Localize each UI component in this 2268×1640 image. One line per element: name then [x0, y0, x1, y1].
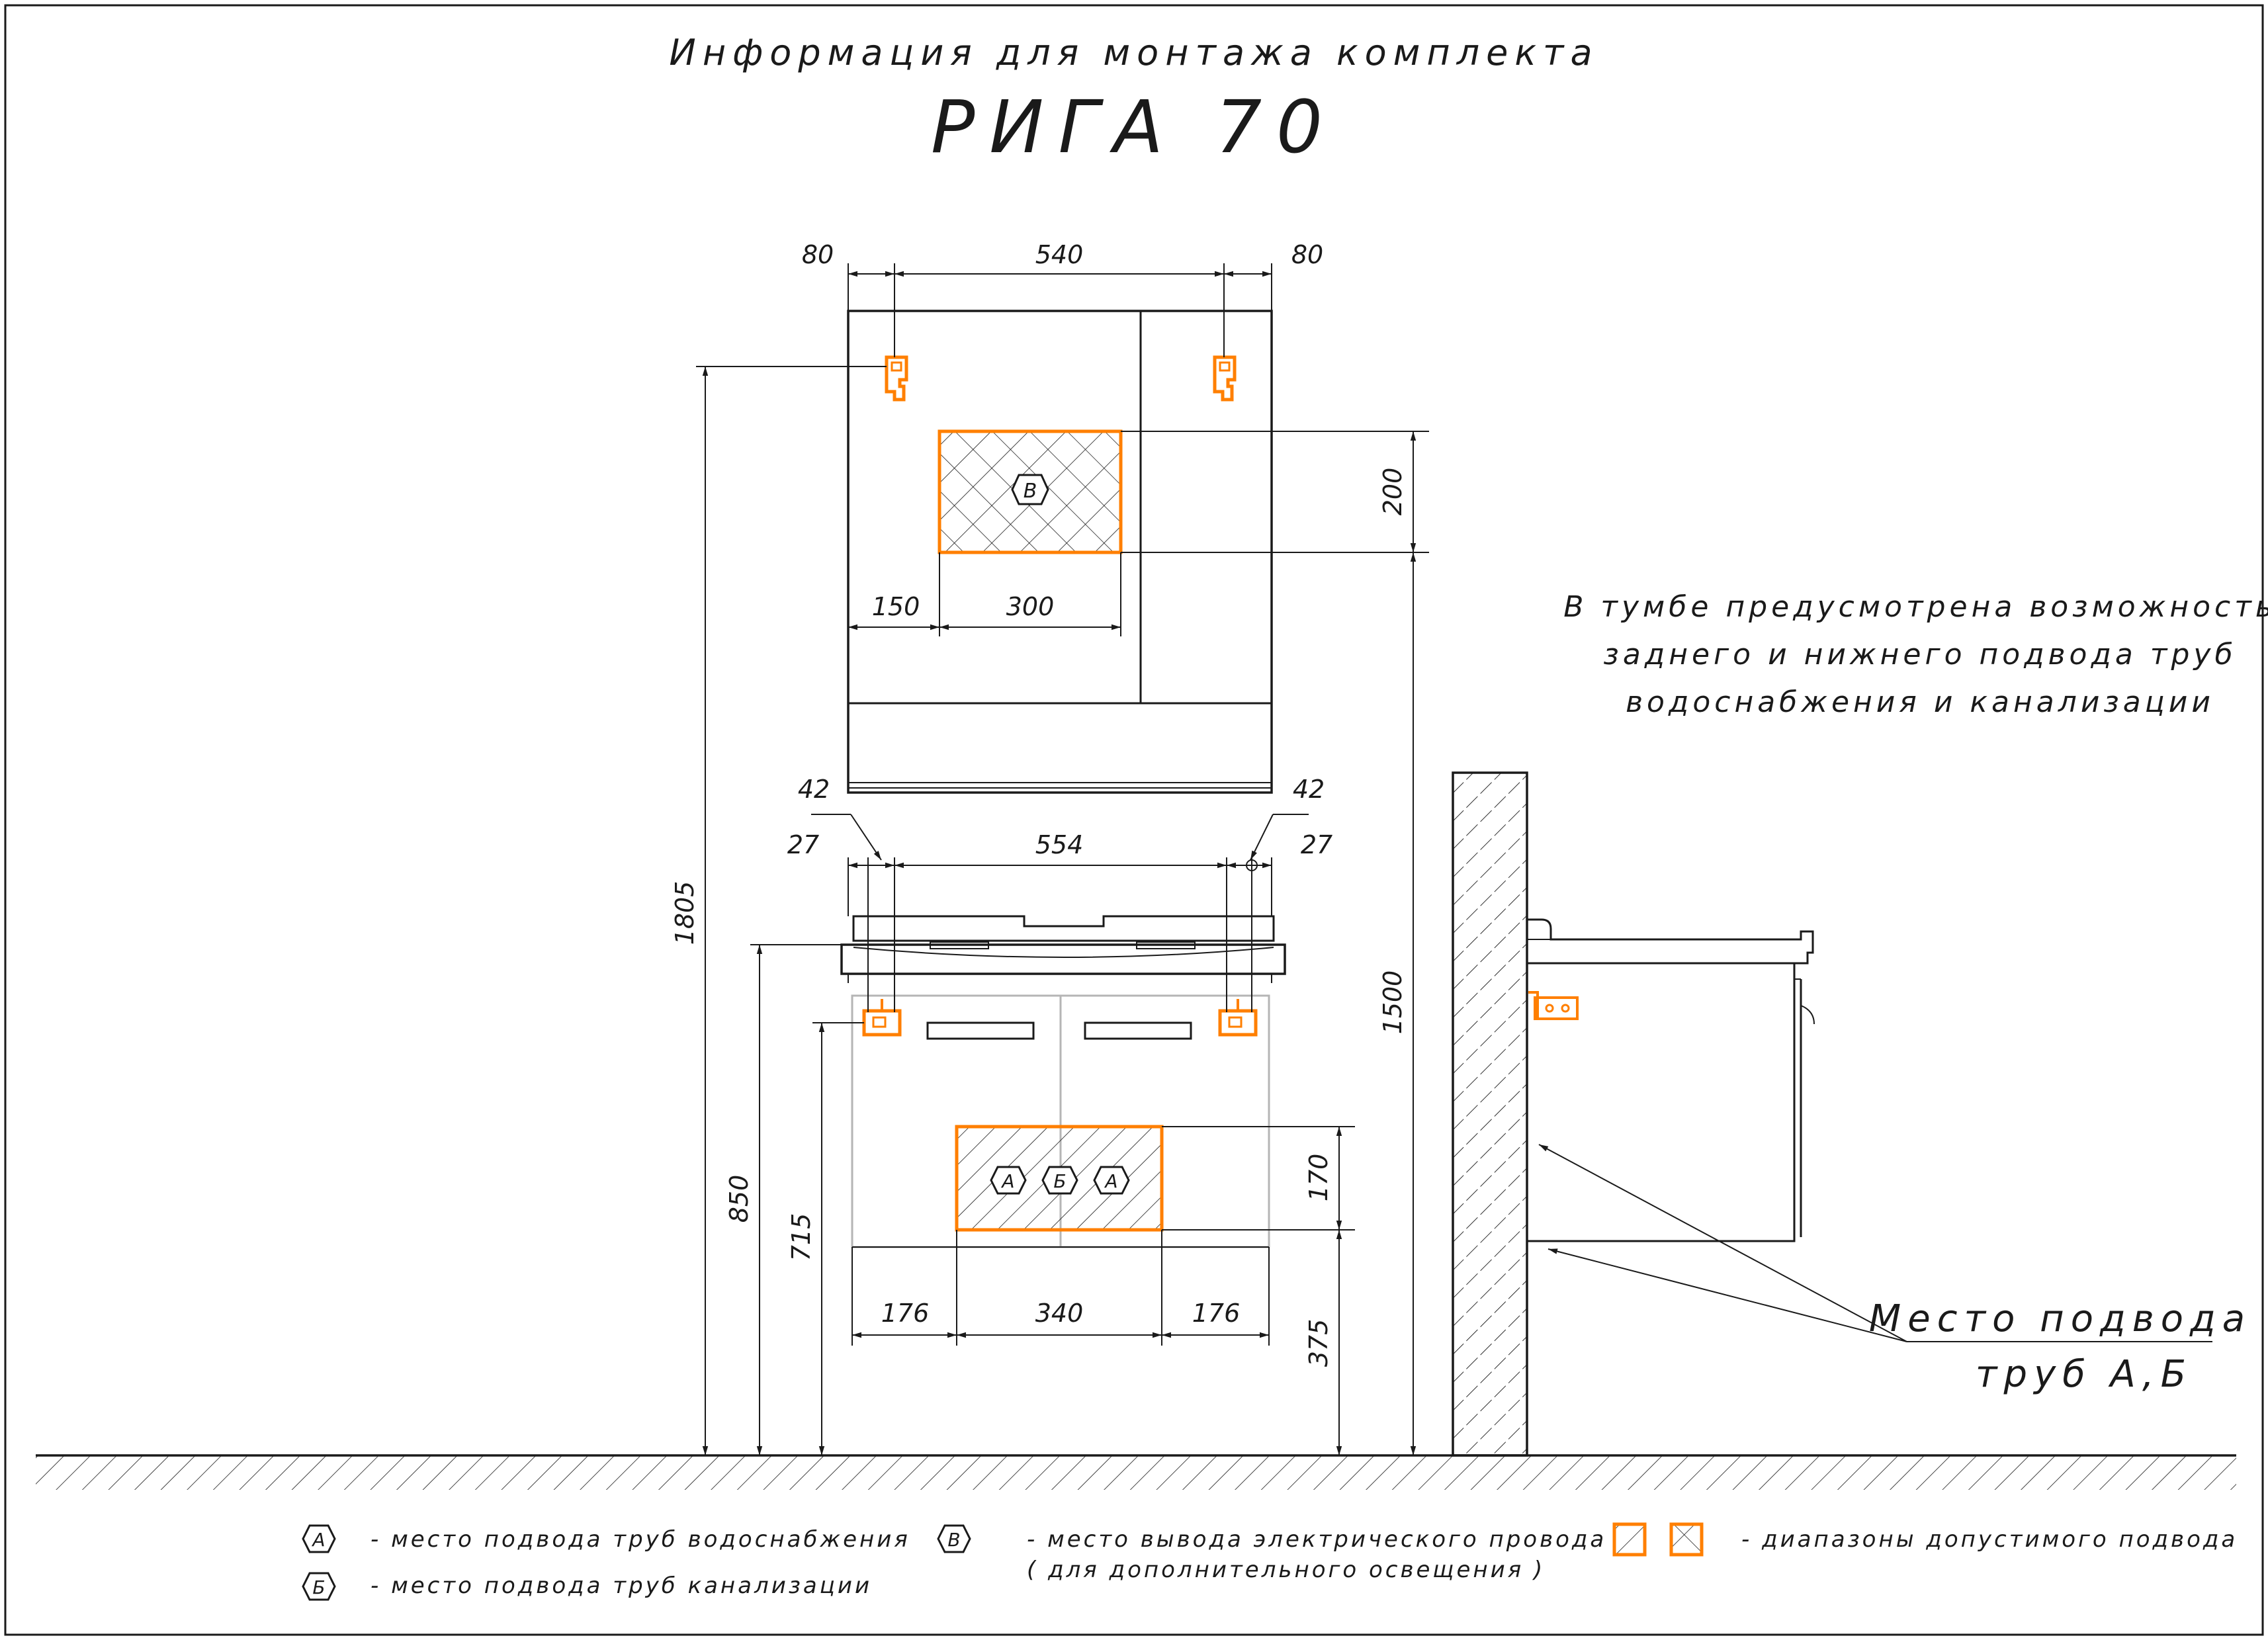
- marker-b-label: Б: [1053, 1170, 1066, 1192]
- dim-zone-ab-height: 170 375: [1162, 1126, 1355, 1455]
- side-view-bracket: [1528, 991, 1579, 1020]
- dim-total-height: 1805: [670, 366, 887, 1455]
- legend-v-text: - место вывода электрического провода: [1027, 1526, 1606, 1553]
- floor-line: [36, 1454, 2236, 1498]
- zone-plumbing-ab: А Б А: [955, 1125, 1164, 1232]
- dim-mirror-mid: 540: [1035, 240, 1084, 269]
- dim-basin-height-value: 850: [724, 1175, 754, 1223]
- dim-zone-v-width: 150 300: [848, 552, 1121, 636]
- dim-zone-v-height: 200: [1121, 431, 1429, 553]
- legend-v-text-2: ( для дополнительного освещения ): [1027, 1557, 1545, 1583]
- dim-total-height-value: 1805: [670, 881, 699, 945]
- marker-v-label: В: [1024, 480, 1037, 503]
- marker-a-left-label: А: [1000, 1170, 1014, 1192]
- dim-mirror-top: 80 540 80: [802, 240, 1323, 357]
- legend-a-text: - место подвода труб водоснабжения: [371, 1526, 910, 1553]
- dim-zone-ab-height-value: 170: [1304, 1154, 1333, 1202]
- dim-basin-height: 850: [724, 944, 842, 1455]
- basin-front: [840, 915, 1286, 983]
- legend-v-marker: В: [947, 1529, 960, 1551]
- title-line-1: Информация для монтажа комплекта: [669, 32, 1598, 73]
- dim-basin-right: 27: [1301, 830, 1332, 859]
- dim-mirror-right: 80: [1291, 240, 1323, 269]
- dim-basin-left: 27: [787, 830, 819, 859]
- vanity-cabinet-front: [851, 994, 1270, 1248]
- mirror-hanger-right: [1213, 355, 1237, 402]
- legend-a-marker: А: [311, 1529, 325, 1551]
- callout-line-1: Место подвода: [1869, 1297, 2251, 1340]
- dim-basin-left-small: 42: [798, 775, 830, 804]
- dim-cabinet-bottom-left: 176: [881, 1299, 930, 1328]
- dim-zone-v-offset: 150: [872, 592, 920, 621]
- legend-b-marker: Б: [312, 1576, 325, 1598]
- legend-item-v: В - место вывода электрического провода …: [937, 1524, 1606, 1583]
- note-line-3: водоснабжения и канализации: [1626, 685, 2214, 719]
- vanity-side-view: [1526, 918, 1815, 1242]
- dim-zone-v-width-value: 300: [1006, 592, 1055, 621]
- dim-basin-mid: 554: [1035, 830, 1084, 859]
- note-line-2: заднего и нижнего подвода труб: [1603, 638, 2236, 671]
- legend-item-b: Б - место подвода труб канализации: [302, 1572, 872, 1601]
- dim-basin-right-small: 42: [1293, 775, 1325, 804]
- note-line-1: В тумбе предусмотрена возможность: [1563, 590, 2268, 624]
- legend-b-text: - место подвода труб канализации: [371, 1573, 872, 1599]
- dim-cabinet-bottom-mid: 340: [1035, 1299, 1084, 1328]
- marker-a-right-label: А: [1104, 1170, 1117, 1192]
- dim-cabinet-bottom: 176 340 176: [851, 1230, 1270, 1346]
- wall-side-view: [1452, 771, 1528, 1457]
- zone-electrical-v: В: [938, 429, 1123, 554]
- note-rear-supply: В тумбе предусмотрена возможность заднег…: [1563, 590, 2268, 719]
- marker-a-left: А: [990, 1166, 1027, 1195]
- dim-zone-v-floor-value: 1500: [1378, 971, 1407, 1035]
- legend-item-a: А - место подвода труб водоснабжения: [302, 1524, 910, 1553]
- callout-supply-point: Место подвода труб А,Б: [1538, 1144, 2251, 1396]
- dim-mirror-left: 80: [802, 240, 834, 269]
- dim-cabinet-height: 715: [787, 1022, 864, 1455]
- dim-cabinet-height-value: 715: [787, 1213, 816, 1262]
- sheet-border: [4, 4, 2264, 1636]
- title-line-2: РИГА 70: [931, 85, 1337, 169]
- dim-basin-top: 42 42 27 554 27: [787, 775, 1332, 1012]
- dim-zone-ab-floor-value: 375: [1304, 1319, 1333, 1367]
- dim-zone-v-floor: 1500: [1378, 552, 1417, 1455]
- basin-bracket-right: [1218, 999, 1258, 1037]
- mirror-hanger-left: [885, 355, 908, 402]
- dim-zone-v-height-value: 200: [1378, 468, 1407, 516]
- legend-zones-text: - диапазоны допустимого подвода: [1741, 1526, 2238, 1553]
- dim-cabinet-bottom-right: 176: [1192, 1299, 1241, 1328]
- marker-a-right: А: [1093, 1166, 1130, 1195]
- marker-b: Б: [1041, 1166, 1078, 1195]
- legend-item-zones: - диапазоны допустимого подвода: [1612, 1522, 2238, 1557]
- legend: А - место подвода труб водоснабжения Б -…: [302, 1522, 2238, 1601]
- callout-line-2: труб А,Б: [1976, 1353, 2193, 1396]
